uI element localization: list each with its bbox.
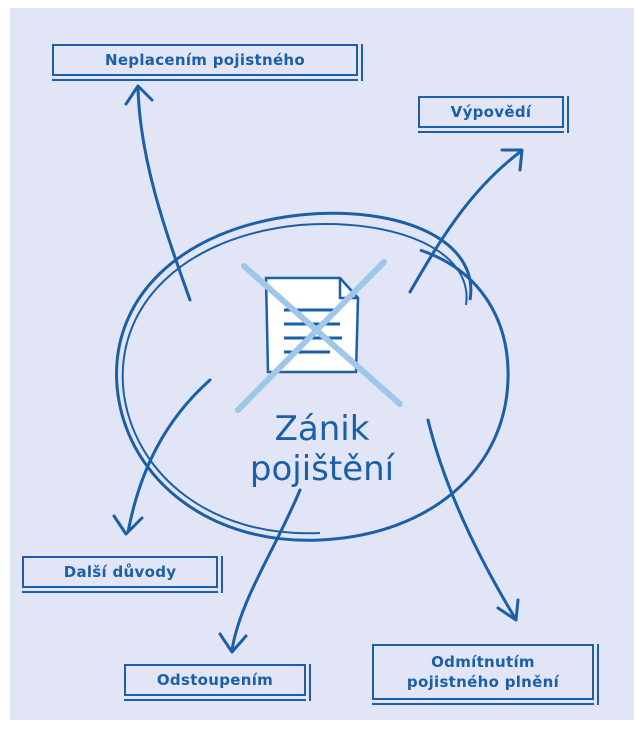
node-odmitnutim-label-2: pojistného plnění [406, 673, 560, 691]
arrow-odmitnutim [426, 418, 517, 620]
arrow-vypovedi [408, 150, 522, 294]
node-neplacenim: Neplacením pojistného [52, 44, 363, 81]
node-vypovedi-label: Výpovědí [450, 103, 532, 121]
arrow-odstoupenim [230, 488, 302, 652]
center-title-line1: Zánik [274, 409, 370, 449]
node-odmitnutim: Odmítnutím pojistného plnění [372, 644, 599, 705]
node-odmitnutim-label-1: Odmítnutím [431, 653, 535, 671]
arrow-neplacenim [136, 86, 192, 302]
node-neplacenim-label: Neplacením pojistného [104, 51, 306, 69]
arrow-dalsi [126, 378, 212, 534]
node-dalsi: Další důvody [22, 556, 223, 593]
cross-icon [235, 259, 403, 413]
node-odstoupenim: Odstoupením [124, 664, 311, 701]
center-ellipse [115, 211, 510, 542]
node-odstoupenim-label: Odstoupením [156, 671, 274, 689]
node-dalsi-label: Další důvody [63, 563, 177, 581]
node-vypovedi: Výpovědí [418, 96, 569, 133]
center-title-line2: pojištění [249, 449, 395, 489]
center-ellipse-overdraw [121, 223, 468, 535]
